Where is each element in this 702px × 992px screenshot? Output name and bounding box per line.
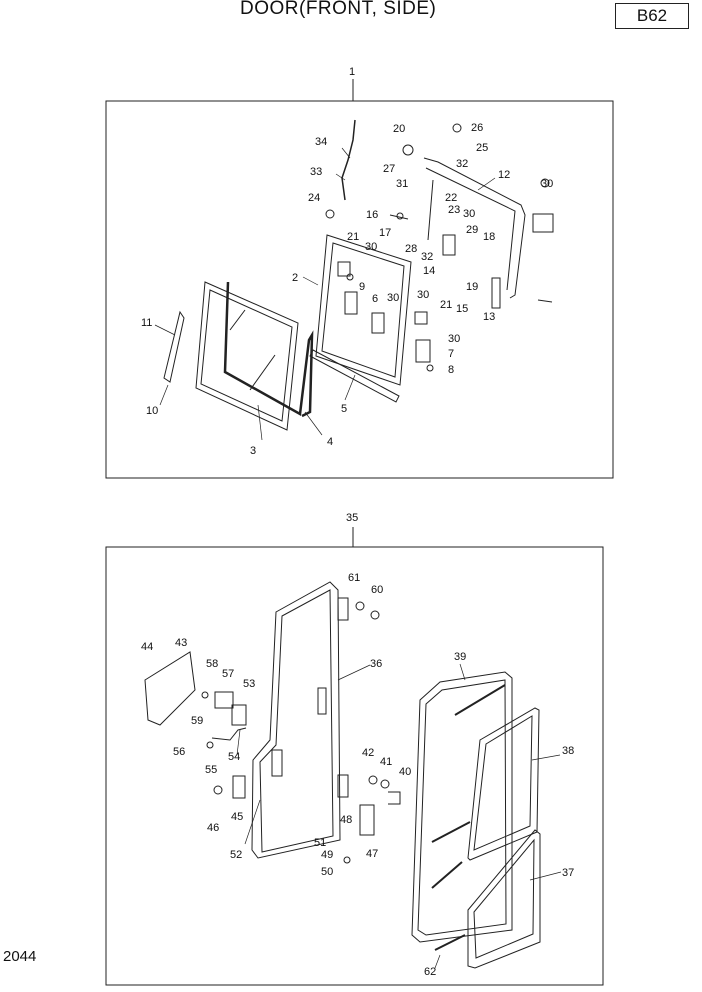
callout-label: 42 <box>362 747 374 759</box>
callout-label: 23 <box>448 204 460 216</box>
callout-label: 30 <box>365 241 377 253</box>
callout-label: 26 <box>471 122 483 134</box>
callout-label: 32 <box>456 158 468 170</box>
callout-label: 53 <box>243 678 255 690</box>
callout-label: 57 <box>222 668 234 680</box>
callout-label: 30 <box>541 178 553 190</box>
callout-label: 37 <box>562 867 574 879</box>
callout-label: 59 <box>191 715 203 727</box>
callout-label: 25 <box>476 142 488 154</box>
callout-label: 33 <box>310 166 322 178</box>
callout-label: 55 <box>205 764 217 776</box>
callout-label: 22 <box>445 192 457 204</box>
side-door-drawing <box>144 581 541 969</box>
callout-label: 29 <box>466 224 478 236</box>
callout-label: 47 <box>366 848 378 860</box>
callout-label: 32 <box>421 251 433 263</box>
sheet-number: 2044 <box>3 948 37 965</box>
callout-label: 60 <box>371 584 383 596</box>
callout-label: 28 <box>405 243 417 255</box>
callout-label: 21 <box>347 231 359 243</box>
callout-label: 61 <box>348 572 360 584</box>
callout-label: 14 <box>423 265 435 277</box>
callout-label: 51 <box>314 837 326 849</box>
front-part-labels: 2 3 4 5 6 7 8 9 10 11 12 13 14 15 16 17 … <box>141 122 553 457</box>
callout-label: 5 <box>341 403 347 415</box>
callout-label: 18 <box>483 231 495 243</box>
callout-label: 16 <box>366 209 378 221</box>
callout-label: 3 <box>250 445 256 457</box>
side-callout-leaders <box>236 663 562 969</box>
callout-label: 20 <box>393 123 405 135</box>
page-code-box: B62 <box>615 3 689 29</box>
side-part-labels: 36 37 38 39 40 41 42 43 44 45 46 47 48 4… <box>141 572 574 978</box>
callout-label: 21 <box>440 299 452 311</box>
callout-label: 17 <box>379 227 391 239</box>
front-door-drawing <box>163 119 554 431</box>
side-door-frame-box <box>105 546 604 986</box>
page-title: DOOR(FRONT, SIDE) <box>240 0 437 19</box>
callout-label: 46 <box>207 822 219 834</box>
callout-label: 4 <box>327 436 333 448</box>
side-assembly-label: 35 <box>346 512 358 524</box>
callout-label: 38 <box>562 745 574 757</box>
callout-label: 41 <box>380 756 392 768</box>
callout-label: 10 <box>146 405 158 417</box>
callout-label: 39 <box>454 651 466 663</box>
callout-label: 49 <box>321 849 333 861</box>
callout-label: 36 <box>370 658 382 670</box>
callout-label: 15 <box>456 303 468 315</box>
callout-label: 8 <box>448 364 454 376</box>
callout-label: 30 <box>463 208 475 220</box>
callout-label: 19 <box>466 281 478 293</box>
front-assembly-label: 1 <box>349 66 355 78</box>
callout-label: 30 <box>448 333 460 345</box>
callout-label: 40 <box>399 766 411 778</box>
callout-label: 24 <box>308 192 320 204</box>
callout-label: 54 <box>228 751 240 763</box>
callout-label: 30 <box>417 289 429 301</box>
callout-label: 11 <box>141 317 152 329</box>
callout-label: 58 <box>206 658 218 670</box>
front-callout-leaders <box>154 147 496 441</box>
callout-label: 27 <box>383 163 395 175</box>
callout-label: 34 <box>315 136 327 148</box>
callout-label: 44 <box>141 641 153 653</box>
callout-label: 50 <box>321 866 333 878</box>
callout-label: 45 <box>231 811 243 823</box>
callout-label: 56 <box>173 746 185 758</box>
callout-label: 43 <box>175 637 187 649</box>
callout-label: 9 <box>359 281 365 293</box>
callout-label: 7 <box>448 348 454 360</box>
front-door-frame-box <box>105 100 614 479</box>
callout-label: 52 <box>230 849 242 861</box>
callout-label: 62 <box>424 966 436 978</box>
callout-label: 12 <box>498 169 510 181</box>
callout-label: 30 <box>387 292 399 304</box>
callout-label: 2 <box>292 272 298 284</box>
callout-label: 6 <box>372 293 378 305</box>
callout-label: 31 <box>396 178 408 190</box>
callout-label: 48 <box>340 814 352 826</box>
callout-label: 13 <box>483 311 495 323</box>
